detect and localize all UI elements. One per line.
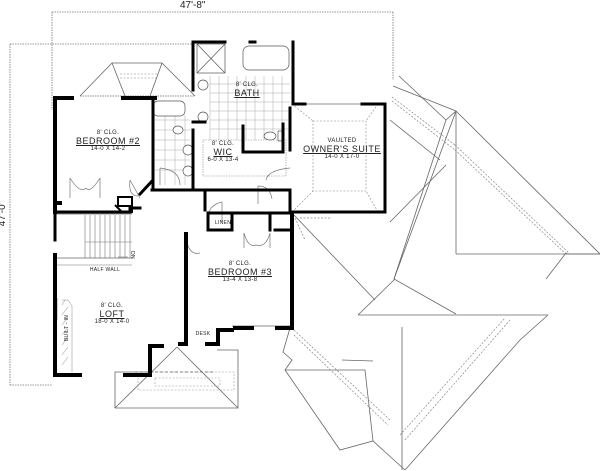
- bath-ceiling: 8' CLG.: [235, 82, 259, 88]
- exterior-walls: [53, 96, 294, 377]
- built-in-label: BUILT - IN: [64, 314, 70, 342]
- room-bedroom-3: 8' CLG. BEDROOM #3 13-4 X 13-8: [200, 261, 280, 283]
- vault-ceiling-lines: [291, 103, 379, 213]
- bedroom-3-size: 13-4 X 13-8: [222, 277, 258, 283]
- built-in-hatch: [61, 299, 73, 372]
- room-bath: 8' CLG. BATH: [222, 82, 272, 98]
- loft-size: 18-0 X 14-0: [94, 319, 130, 325]
- half-wall-label: HALF WALL: [89, 267, 121, 273]
- closet-nook: [114, 196, 133, 213]
- desk-label: DESK: [195, 331, 211, 337]
- interior-walls: [53, 40, 387, 242]
- stairs: [55, 215, 132, 266]
- tub: [152, 45, 290, 117]
- owners-suite-ceiling: VAULTED: [327, 138, 357, 144]
- room-bedroom-2: 8' CLG. BEDROOM #2 14-0 X 14-2: [68, 130, 148, 152]
- loft-name: LOFT: [99, 309, 125, 319]
- bedroom-3-name: BEDROOM #3: [207, 267, 272, 277]
- bay-roof-top: [79, 62, 196, 97]
- room-wic: 8' CLG. WIC 6-0 X 13-4: [198, 141, 248, 163]
- stair-down-label: DN: [129, 251, 135, 259]
- owners-suite-name: OWNER'S SUITE: [303, 144, 381, 154]
- wic-size: 6-0 X 13-4: [207, 157, 239, 163]
- dimension-lines: [9, 11, 394, 386]
- room-loft: 8' CLG. LOFT 18-0 X 14-0: [82, 303, 142, 325]
- owners-suite-size: 14-0 X 17-0: [324, 154, 360, 160]
- bedroom-2-size: 14-0 X 14-2: [90, 146, 126, 152]
- bedroom-2-name: BEDROOM #2: [75, 136, 140, 146]
- bedroom-3-ceiling: 8' CLG.: [228, 261, 252, 267]
- bath-name: BATH: [234, 88, 260, 98]
- roof-overhang-dashes: [293, 96, 571, 441]
- room-owners-suite: VAULTED OWNER'S SUITE 14-0 X 17-0: [302, 138, 382, 160]
- wic-ceiling: 8' CLG.: [211, 141, 235, 147]
- bay-roof-bottom: [114, 346, 239, 409]
- shower: [196, 43, 226, 74]
- linen-closet-label: LINEN: [214, 220, 232, 226]
- overall-depth-dimension: 47'-0": [0, 200, 9, 227]
- bedroom-2-ceiling: 8' CLG.: [96, 130, 120, 136]
- wic-name: WIC: [213, 147, 233, 157]
- roof-lines: [282, 75, 600, 471]
- loft-ceiling: 8' CLG.: [100, 303, 124, 309]
- overall-width-dimension: 47'-8": [180, 0, 206, 11]
